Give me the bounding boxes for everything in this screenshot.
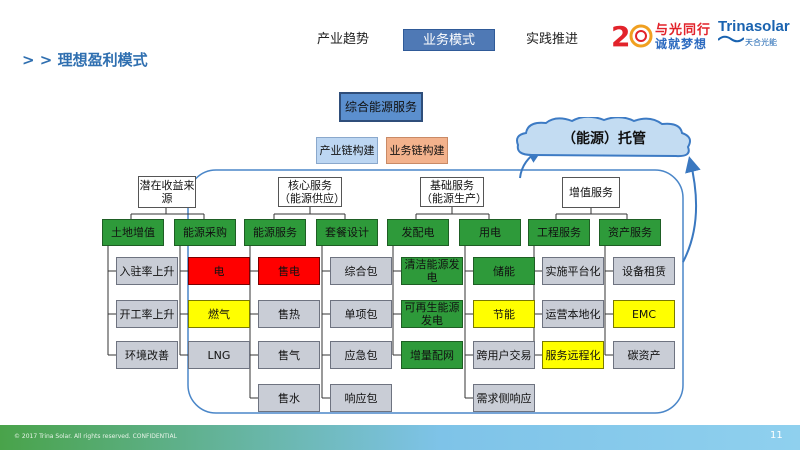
sub-asset-service: 资产服务 xyxy=(599,219,661,246)
leaf-sell-water: 售水 xyxy=(258,384,320,412)
anniversary-slogan-2: 诚就梦想 xyxy=(655,37,708,51)
integrated-energy-service-header: 综合能源服务 xyxy=(339,92,423,122)
leaf-emc: EMC xyxy=(613,300,675,328)
leaf-remote-service: 服务远程化 xyxy=(542,341,604,369)
sub-generation-distribution: 发配电 xyxy=(387,219,449,246)
leaf-operating-rate-up: 开工率上升 xyxy=(116,300,178,328)
leaf-carbon-assets: 碳资产 xyxy=(613,341,675,369)
leaf-gas: 燃气 xyxy=(188,300,250,328)
tab-business-model[interactable]: 业务模式 xyxy=(403,29,495,51)
leaf-energy-storage: 储能 xyxy=(473,257,535,285)
leaf-environment-improve: 环境改善 xyxy=(116,341,178,369)
leaf-single-package: 单项包 xyxy=(330,300,392,328)
category-value-added: 增值服务 xyxy=(562,177,620,208)
sub-energy-procurement: 能源采购 xyxy=(174,219,236,246)
leaf-lng: LNG xyxy=(188,341,250,369)
leaf-demand-response: 需求侧响应 xyxy=(473,384,535,412)
hosting-label: （能源）托管 xyxy=(562,131,646,147)
anniversary-slogan-1: 与光同行 xyxy=(655,23,712,38)
leaf-equipment-leasing: 设备租赁 xyxy=(613,257,675,285)
category-basic-service-line2: （能源生产） xyxy=(421,192,487,205)
sub-package-design: 套餐设计 xyxy=(316,219,378,246)
brand-sub: 天合光能 xyxy=(745,38,777,47)
sub-electricity-use: 用电 xyxy=(459,219,521,246)
category-potential-revenue: 潜在收益来源 xyxy=(138,176,196,208)
sub-land-appreciation: 土地增值 xyxy=(102,219,164,246)
sub-engineering-service: 工程服务 xyxy=(528,219,590,246)
footer-bar xyxy=(0,425,800,450)
category-basic-service: 基础服务 （能源生产） xyxy=(420,177,487,207)
leaf-clean-energy-generation: 清洁能源发电 xyxy=(401,257,463,285)
leaf-local-operation: 运营本地化 xyxy=(542,300,604,328)
footer-copyright: © 2017 Trina Solar. All rights reserved.… xyxy=(14,433,177,440)
leaf-sell-heat: 售热 xyxy=(258,300,320,328)
industry-chain-box: 产业链构建 xyxy=(316,137,378,164)
tab-practice[interactable]: 实践推进 xyxy=(525,32,578,47)
leaf-incremental-grid: 增量配网 xyxy=(401,341,463,369)
leaf-sell-electricity: 售电 xyxy=(258,257,320,285)
leaf-platform-implementation: 实施平台化 xyxy=(542,257,604,285)
leaf-bundle-package: 综合包 xyxy=(330,257,392,285)
leaf-response-package: 响应包 xyxy=(330,384,392,412)
business-chain-box: 业务链构建 xyxy=(386,137,448,164)
leaf-energy-saving: 节能 xyxy=(473,300,535,328)
leaf-occupancy-up: 入驻率上升 xyxy=(116,257,178,285)
leaf-emergency-package: 应急包 xyxy=(330,341,392,369)
svg-text:2: 2 xyxy=(611,20,630,50)
tab-industry-trend[interactable]: 产业趋势 xyxy=(316,32,369,47)
cloud-icon xyxy=(516,117,691,158)
wave-icon xyxy=(718,35,744,43)
anniversary-logo-icon: 2 xyxy=(611,20,653,50)
category-basic-service-line1: 基础服务 xyxy=(430,179,474,192)
category-core-service-line2: （能源供应） xyxy=(279,192,345,205)
leaf-electricity: 电 xyxy=(188,257,250,285)
brand-logo: Trinasolar xyxy=(718,18,790,35)
leaf-renewable-generation: 可再生能源发电 xyxy=(401,300,463,328)
page-number: 11 xyxy=(770,430,783,441)
category-core-service: 核心服务 （能源供应） xyxy=(278,177,345,207)
category-core-service-line1: 核心服务 xyxy=(288,179,332,192)
sub-energy-service: 能源服务 xyxy=(244,219,306,246)
page-title: > > 理想盈利模式 xyxy=(22,51,148,69)
leaf-sell-gas: 售气 xyxy=(258,341,320,369)
leaf-cross-user-trading: 跨用户交易 xyxy=(473,341,535,369)
